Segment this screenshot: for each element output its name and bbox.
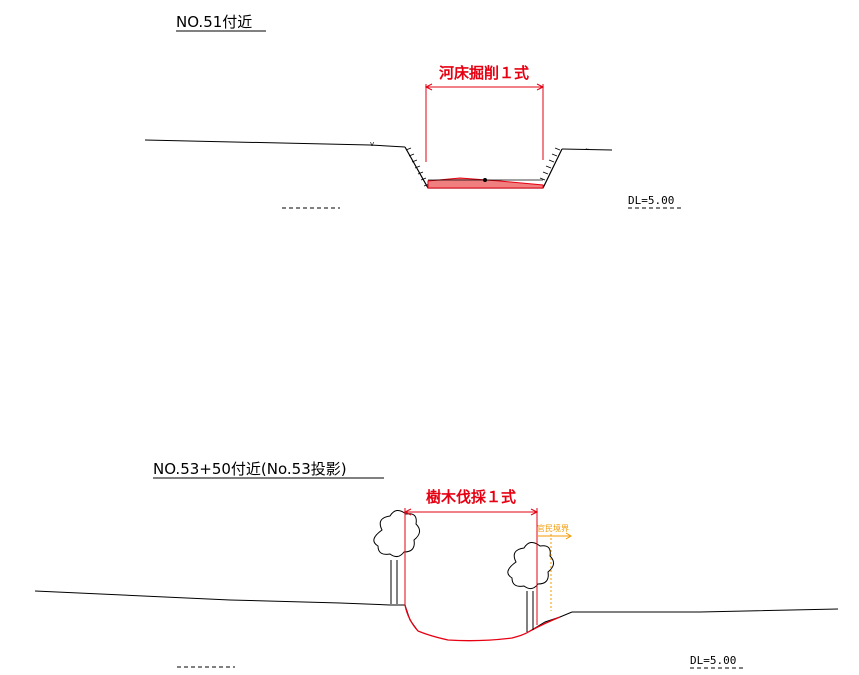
ground-line-left <box>144 139 406 148</box>
water-level-mark <box>483 178 487 182</box>
boundary-label: 官民境界 <box>537 523 569 533</box>
tree-right <box>507 542 554 632</box>
datum-label-no51: DL=5.00 <box>628 194 674 207</box>
ground-line-right <box>572 608 839 613</box>
svg-text:v: v <box>370 140 374 148</box>
excavation-label: 河床掘削１式 <box>439 64 529 82</box>
bank-left <box>404 604 419 632</box>
cross-section-no51: NO.51付近 v ~ <box>144 13 684 209</box>
public-private-boundary: 官民境界 <box>537 523 572 611</box>
section-title-no53-50: NO.53+50付近(No.53投影) <box>153 460 347 478</box>
datum-label-no53: DL=5.00 <box>690 654 736 667</box>
tree-crown-icon <box>507 542 554 590</box>
excavation-area <box>427 177 544 189</box>
svg-text:~: ~ <box>585 147 589 153</box>
section-title-no51: NO.51付近 <box>176 13 252 31</box>
ground-line-left <box>34 590 405 606</box>
revetment-right <box>539 147 561 181</box>
tree-crown-icon <box>373 510 420 558</box>
felling-dimension <box>403 508 539 625</box>
cross-section-no53-50: NO.53+50付近(No.53投影) <box>34 460 839 669</box>
excavation-dimension <box>424 83 545 162</box>
tree-left <box>373 510 420 604</box>
ground-line-right <box>561 148 613 151</box>
felling-label: 樹木伐採１式 <box>426 488 516 506</box>
felling-profile <box>404 604 561 642</box>
